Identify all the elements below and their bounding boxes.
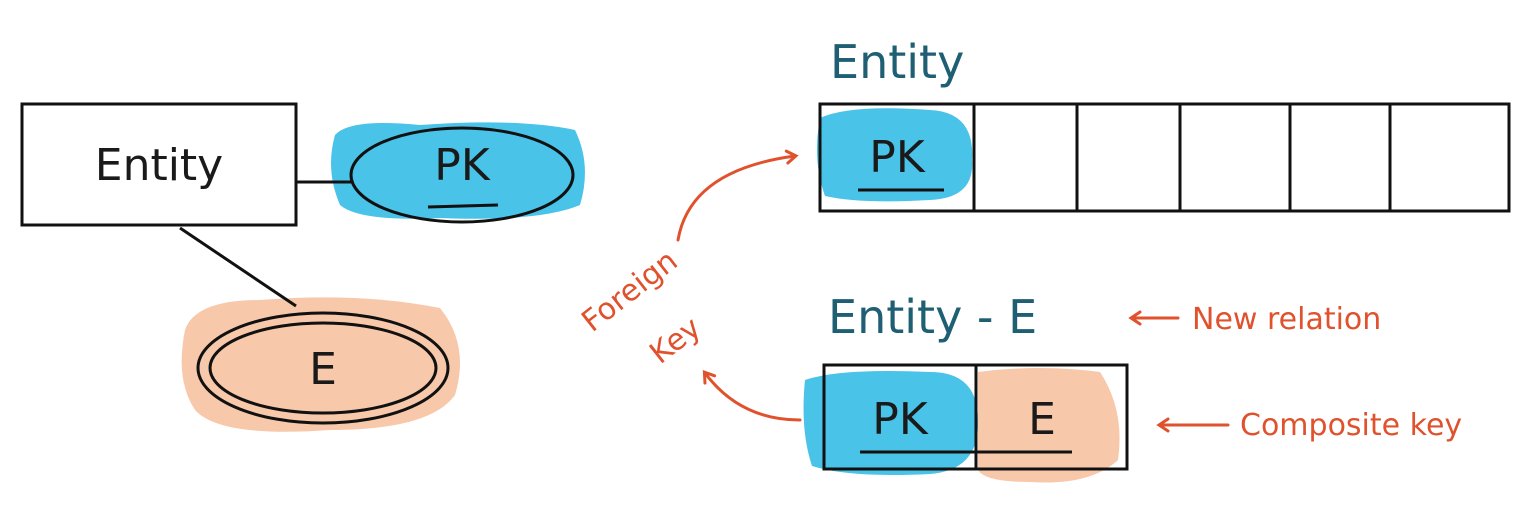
multivalued-label: E xyxy=(309,344,337,395)
relation-new-title: Entity - E xyxy=(828,290,1037,344)
relation-new-e-cell: E xyxy=(1028,394,1056,445)
composite-pk-highlight xyxy=(803,371,979,475)
pk-attribute-ellipse xyxy=(349,126,575,224)
composite-key-annotation: Composite key xyxy=(1240,408,1462,443)
relation-entity-table xyxy=(818,102,1511,213)
composite-e-highlight xyxy=(978,368,1120,483)
pk-underline xyxy=(427,203,499,209)
foreign-key-arrow-down xyxy=(702,370,802,422)
foreign-key-arrow-up xyxy=(676,149,799,242)
entity-multivalued-connector xyxy=(179,226,297,308)
er-entity-box xyxy=(20,102,298,227)
relation-entity-title: Entity xyxy=(830,35,964,89)
pk-highlight xyxy=(331,122,585,219)
multivalued-inner-ellipse xyxy=(208,321,438,415)
relation-pk-highlight xyxy=(816,108,973,202)
er-entity-label: Entity xyxy=(95,140,223,191)
key-annotation: Key xyxy=(643,310,707,371)
multivalued-outer-ellipse xyxy=(196,311,450,425)
relation-new-pk-cell: PK xyxy=(872,394,929,445)
new-relation-annotation: New relation xyxy=(1192,302,1381,337)
pk-attribute-label: PK xyxy=(434,140,491,191)
relation-entity-pk-cell: PK xyxy=(869,132,926,183)
